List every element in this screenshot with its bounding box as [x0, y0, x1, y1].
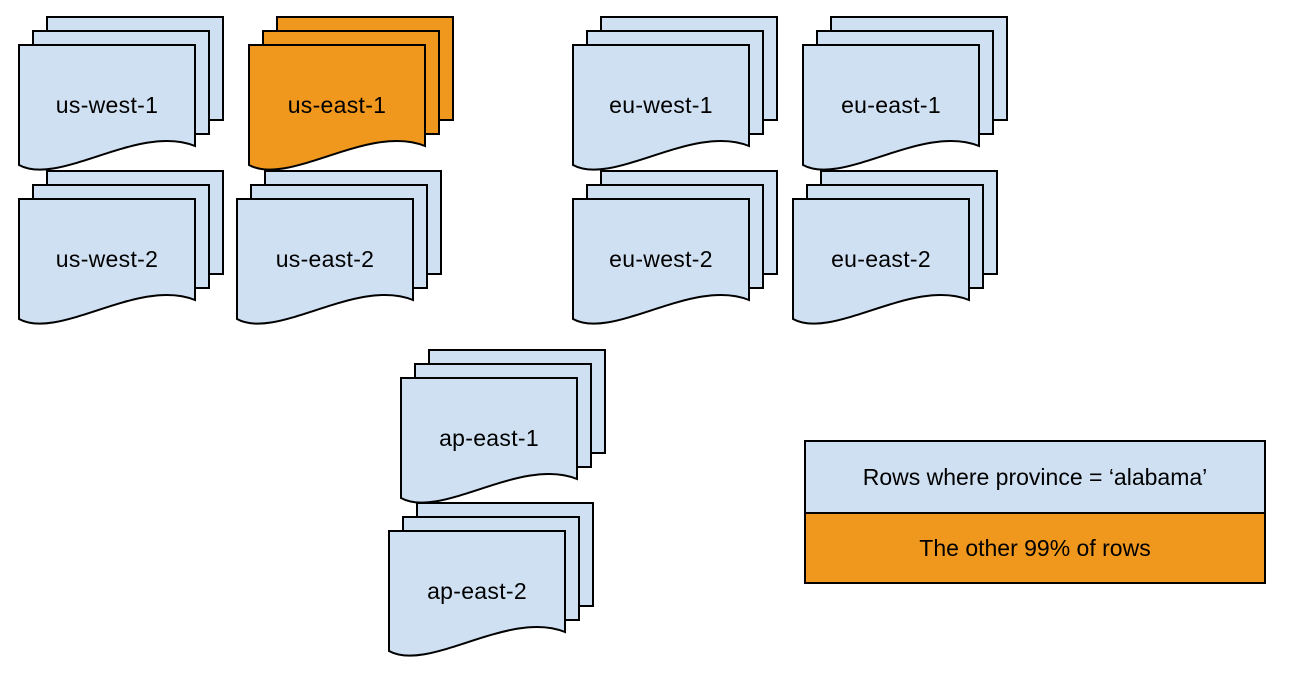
- legend-label-alabama: Rows where province = ‘alabama’: [862, 463, 1208, 490]
- document-sheet-front: [18, 198, 196, 325]
- document-sheet-front: [18, 44, 196, 171]
- document-sheet-front: [572, 198, 750, 325]
- region-stack-us-east-2: us-east-2: [236, 170, 444, 326]
- document-stack-graphic: [248, 16, 454, 171]
- document-sheet-front: [802, 44, 980, 171]
- region-stack-ap-east-2: ap-east-2: [388, 502, 596, 658]
- legend: Rows where province = ‘alabama’ The othe…: [804, 440, 1266, 584]
- document-stack-graphic: [388, 502, 594, 657]
- document-stack-graphic: [802, 16, 1008, 171]
- legend-row-alabama: Rows where province = ‘alabama’: [806, 442, 1264, 512]
- document-stack-graphic: [236, 170, 442, 325]
- document-sheet-front: [400, 377, 578, 504]
- region-stack-eu-west-2: eu-west-2: [572, 170, 780, 326]
- legend-label-other-rows: The other 99% of rows: [919, 534, 1151, 561]
- region-stack-us-west-1: us-west-1: [18, 16, 226, 172]
- document-stack-graphic: [572, 16, 778, 171]
- document-sheet-front: [236, 198, 414, 325]
- region-stack-eu-east-2: eu-east-2: [792, 170, 1000, 326]
- legend-row-other-rows: The other 99% of rows: [806, 512, 1264, 582]
- document-sheet-front: [388, 530, 566, 657]
- region-stack-ap-east-1: ap-east-1: [400, 349, 608, 505]
- region-stack-us-east-1: us-east-1: [248, 16, 456, 172]
- document-stack-graphic: [18, 170, 224, 325]
- document-sheet-front: [572, 44, 750, 171]
- region-stack-eu-east-1: eu-east-1: [802, 16, 1010, 172]
- document-stack-graphic: [572, 170, 778, 325]
- document-sheet-front: [248, 44, 426, 171]
- document-stack-graphic: [400, 349, 606, 504]
- document-stack-graphic: [792, 170, 998, 325]
- document-sheet-front: [792, 198, 970, 325]
- region-stack-eu-west-1: eu-west-1: [572, 16, 780, 172]
- document-stack-graphic: [18, 16, 224, 171]
- region-stack-us-west-2: us-west-2: [18, 170, 226, 326]
